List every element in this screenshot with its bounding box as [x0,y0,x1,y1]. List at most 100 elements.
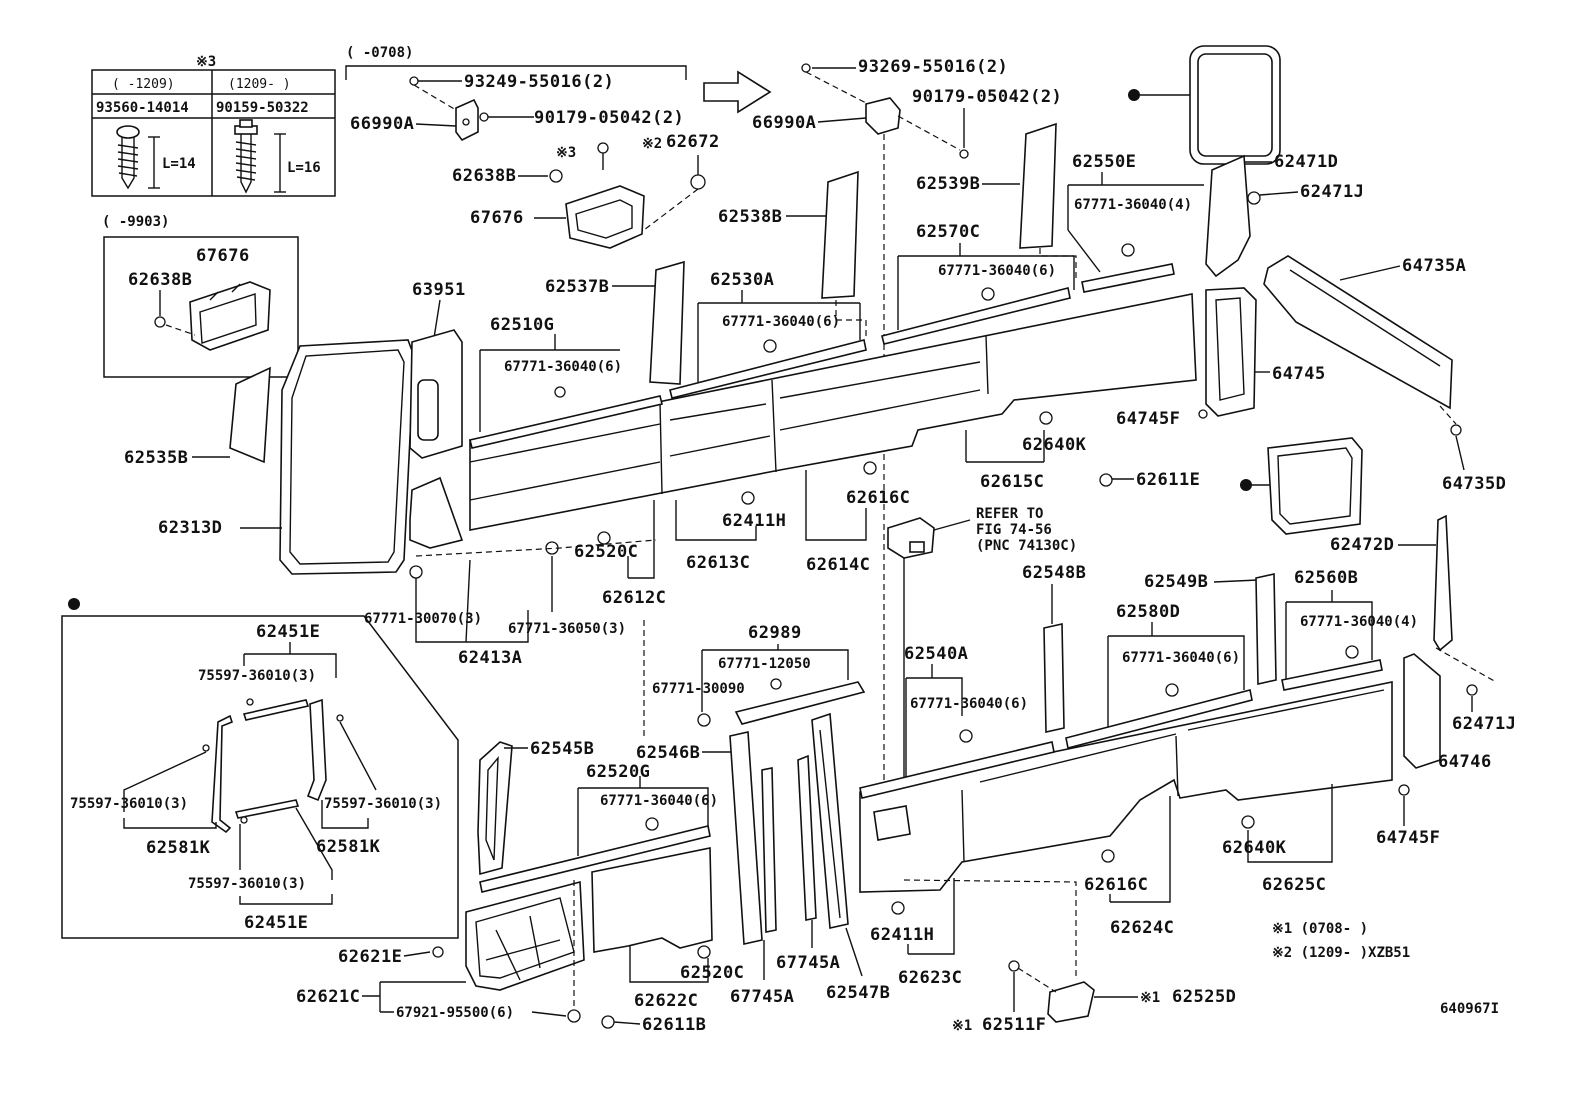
pillar-62539B [1019,122,1057,249]
part-label-l67921: 67921-95500(6) [396,1005,514,1021]
part-label-l62622C: 62622C [634,991,698,1011]
label-62638B-box: 62638B [128,270,192,290]
part-label-l62550E: 62550E [1072,152,1136,172]
bracket-0708: ( -0708) [345,45,772,114]
part-label-l67745A-left: 67745A [730,987,794,1007]
window-62313D [279,339,415,575]
fastener-group-62550E: 67771-36040(4) [1067,172,1204,273]
part-label-l93269: 93269-55016(2) [858,57,1008,77]
part-label-l75597-a: 75597-36010(3) [198,668,316,684]
part-label-l67771-30090: 67771-30090 [652,681,745,697]
part-label-l62510G: 62510G [490,315,554,335]
part-label-l62621E: 62621E [338,947,402,967]
part-label-l62471J-right: 62471J [1452,714,1516,734]
part-label-l67771-30070: 67771-30070(3) [364,611,482,627]
part-label-l62615C: 62615C [980,472,1044,492]
part-label-l62616C-bottom: 62616C [1084,875,1148,895]
pillar-62535B [229,366,271,464]
part-label-l62537B: 62537B [545,277,609,297]
fastener-group-62540A: 67771-36040(6) [905,664,1028,780]
part-label-mark-x3-screw: ※3 [556,145,576,161]
trim-67745A-right [797,754,817,921]
part-label-l62612C: 62612C [602,588,666,608]
part-label-l64735A: 64735A [1402,256,1466,276]
part-label-l62621C: 62621C [296,987,360,1007]
part-label-l62580D: 62580D [1116,602,1180,622]
part-label-l62549B: 62549B [1144,572,1208,592]
part-label-refer-3: (PNC 74130C) [976,538,1077,554]
part-label-l62548B: 62548B [1022,563,1086,583]
pillar-62538B [821,170,859,299]
inset-62451E: 62451E 75597-36010(3) 75597-36010(3) 625… [61,598,459,939]
part-label-l62616C-top: 62616C [846,488,910,508]
trim-64746: 64746 64745F 62471J [1376,653,1516,848]
part-label-l62540A: 62540A [904,644,968,664]
part-label-l67771-36040-6-a: 67771-36040(6) [504,359,622,375]
hinge-66990A-right: 93269-55016(2) 90179-05042(2) 66990A [752,57,1062,830]
part-label-l64735D: 64735D [1442,474,1506,494]
part-label-l62546B: 62546B [636,743,700,763]
part-label-l62538B: 62538B [718,207,782,227]
part-label-l62611B: 62611B [642,1015,706,1035]
part-label-l62539B: 62539B [916,174,980,194]
part-label-l90179-left: 90179-05042(2) [534,108,684,128]
screw-16-icon [234,119,286,194]
note-9903: ( -9903) [102,214,169,230]
part-label-l62411H-bottom: 62411H [870,925,934,945]
trim-62548B [1043,623,1065,733]
part-label-l66990A-right: 66990A [752,113,816,133]
side-panel-lower [859,659,1393,893]
trim-62549B [1255,573,1277,685]
part-label-l62672: 62672 [666,132,720,152]
part-label-l62581K-left: 62581K [146,838,211,858]
side-panel-upper [469,263,1197,531]
trim-62413A [409,476,464,549]
part-label-l62611E: 62611E [1136,470,1200,490]
arrow-right-icon [703,70,772,114]
screw-header-right: (1209- ) [228,77,291,92]
part-label-l67771-36040-4-a: 67771-36040(4) [1074,197,1192,213]
part-label-l67676-main: 67676 [470,208,524,228]
panel-64745: 64745 64745F [1116,287,1325,429]
handle-67676: ※3 ※2 62672 62638B 67676 [452,132,720,249]
part-label-l62525D: 62525D [1172,987,1236,1007]
panel-64735A: 64735A 64735D [1263,255,1506,494]
part-label-l62520C-bottom: 62520C [680,963,744,983]
pillar-62471D [1205,154,1251,278]
part-label-figure-code: 640967I [1440,1001,1499,1017]
part-label-l67771-36040-6-b: 67771-36040(6) [722,314,840,330]
part-label-l62472D: 62472D [1330,535,1394,555]
part-label-l62520G: 62520G [586,762,650,782]
part-label-l62530A: 62530A [710,270,774,290]
screw-part-left: 93560-14014 [96,100,189,116]
part-label-l62451E-bottom: 62451E [244,913,308,933]
note-0708: ( -0708) [346,45,413,61]
part-label-l62640K-bottom: 62640K [1222,838,1287,858]
pillar-62472D [1433,514,1453,652]
part-label-mark-x2: ※2 [642,136,662,152]
part-label-footnote-2: ※2 (1209- )XZB51 [1272,945,1410,961]
fastener-group-62530A: 67771-36040(6) [697,290,861,382]
part-label-l62614C: 62614C [806,555,870,575]
part-label-l66990A-left: 66990A [350,114,414,134]
hinge-66990A-left: 93249-55016(2) 90179-05042(2) 66990A [350,72,684,142]
part-label-l62471J-top: 62471J [1300,182,1364,202]
screw-length-right: L=16 [287,160,321,176]
inset-9903: ( -9903) 67676 62638B [102,214,299,378]
part-label-footnote-1: ※1 (0708- ) [1272,921,1368,937]
part-label-l75597-b: 75597-36010(3) [70,796,188,812]
part-label-l67771-12050: 67771-12050 [718,656,811,672]
part-label-l67771-36040-6-e: 67771-36040(6) [910,696,1028,712]
part-label-refer-2: FIG 74-56 [976,522,1052,538]
part-label-l67771-36040-6-f: 67771-36040(6) [600,793,718,809]
part-label-l62570C: 62570C [916,222,980,242]
part-label-l64745F-top: 64745F [1116,409,1180,429]
screw-length-left: L=14 [162,156,196,172]
part-label-l62535B: 62535B [124,448,188,468]
part-label-l62560B: 62560B [1294,568,1358,588]
window-mid-right [1240,437,1363,535]
part-label-l62989: 62989 [748,623,802,643]
part-label-l63951: 63951 [412,280,466,300]
part-label-l64745F-right: 64745F [1376,828,1440,848]
